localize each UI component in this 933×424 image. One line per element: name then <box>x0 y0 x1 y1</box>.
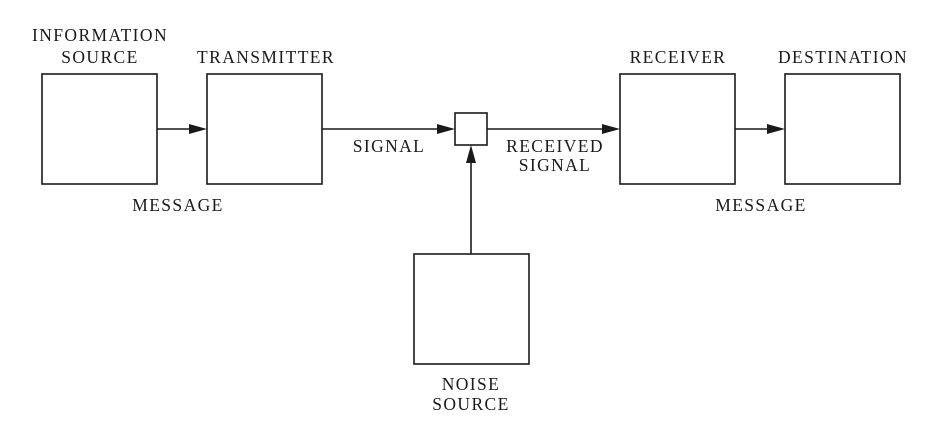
receiver-box <box>619 73 736 185</box>
transmitter-label: TRANSMITTER <box>197 47 335 67</box>
message-label-left: MESSAGE <box>132 195 223 215</box>
destination-box <box>784 73 901 185</box>
arrowhead-to-channel <box>437 124 455 134</box>
receiver-label: RECEIVER <box>630 47 727 67</box>
message-label-right: MESSAGE <box>715 195 806 215</box>
information-source-label-line1: INFORMATION <box>32 25 168 45</box>
noise-source-label-line1: NOISE <box>442 374 501 394</box>
transmitter-box <box>206 73 323 185</box>
arrowhead-to-receiver <box>602 124 620 134</box>
arrowhead-to-destination <box>767 124 785 134</box>
noise-source-label-line2: SOURCE <box>432 394 509 414</box>
noise-source-box <box>413 253 530 365</box>
received-signal-label-line1: RECEIVED <box>506 136 604 156</box>
received-signal-label-line2: SIGNAL <box>519 155 592 175</box>
signal-label: SIGNAL <box>353 136 426 156</box>
information-source-label-line2: SOURCE <box>61 47 138 67</box>
destination-label: DESTINATION <box>778 47 908 67</box>
information-source-box <box>41 73 158 185</box>
arrowhead-to-channel-from-noise <box>466 145 476 163</box>
channel-box <box>454 112 488 146</box>
arrowhead-to-transmitter <box>189 124 207 134</box>
